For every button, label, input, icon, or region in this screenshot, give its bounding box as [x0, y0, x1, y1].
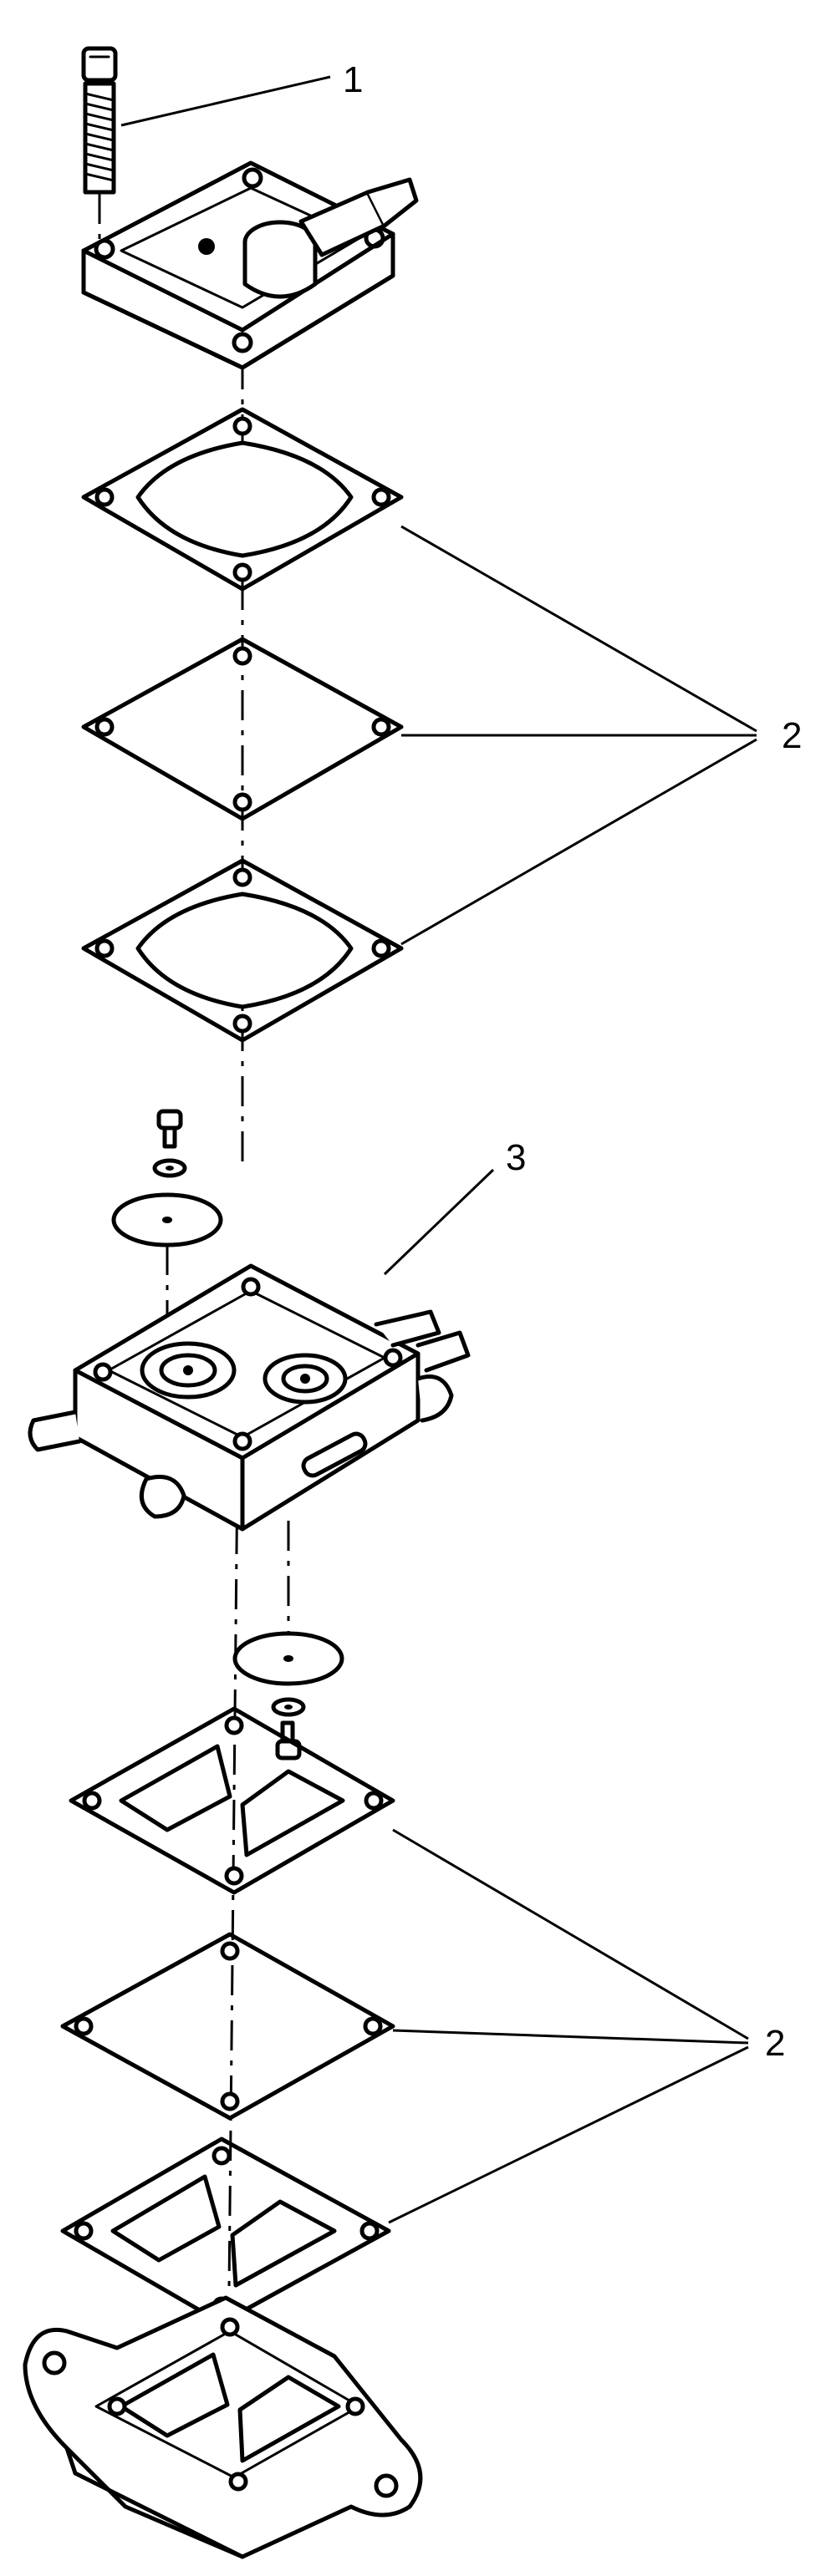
gasket-upper-1: [81, 407, 404, 592]
top-cover: [81, 160, 419, 370]
leader-lines: [120, 75, 757, 2224]
screw: [81, 46, 118, 242]
valve-screw-lower: [232, 1521, 344, 1761]
callout-gaskets-lower: 2: [765, 2023, 785, 2064]
callout-pump-body: 3: [506, 1137, 526, 1178]
valve-screw-upper: [111, 1109, 223, 1354]
mounting-base: [23, 2295, 423, 2559]
gasket-lower-2: [60, 2137, 391, 2325]
callout-gaskets-upper: 2: [782, 715, 802, 756]
diaphragm-upper: [81, 637, 404, 821]
gasket-upper-2: [81, 858, 404, 1043]
pump-body: [28, 1263, 471, 1532]
gasket-lower-1: [69, 1706, 395, 1895]
callout-screw: 1: [343, 59, 363, 100]
diaphragm-lower: [60, 1932, 395, 2121]
